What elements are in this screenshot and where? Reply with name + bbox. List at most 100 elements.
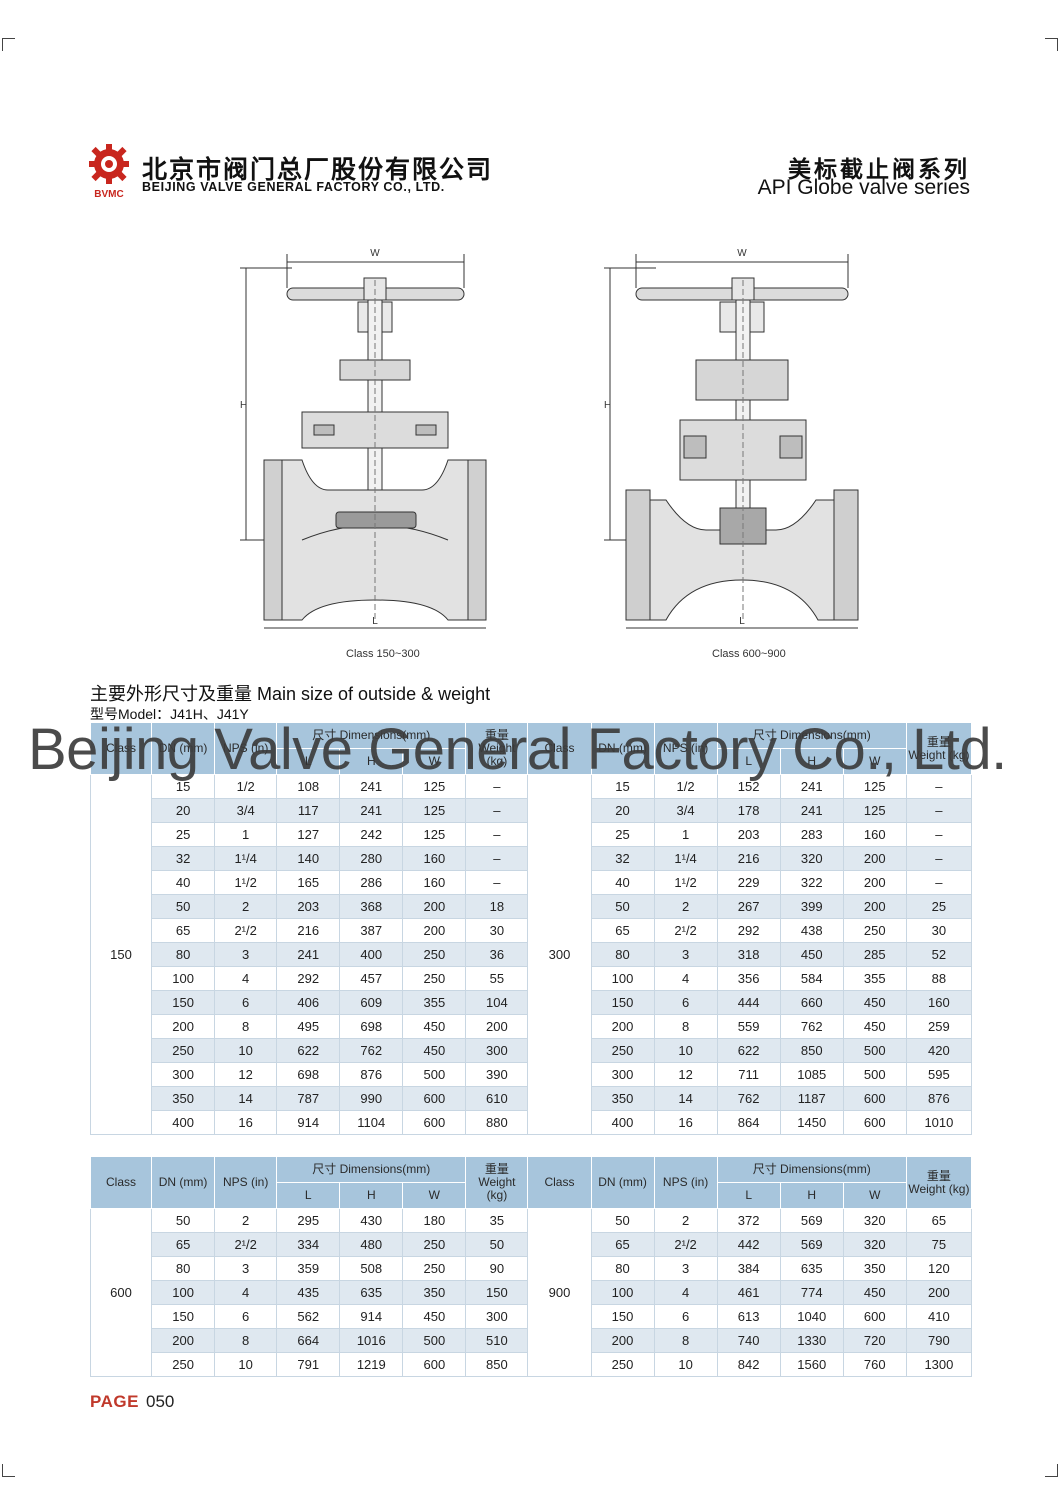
table-cell: 10 (214, 1352, 278, 1377)
table-cell: 250 (402, 966, 467, 991)
t2-col-header-h: H (339, 1182, 404, 1209)
table-cell: 65 (151, 918, 216, 943)
table-cell: 259 (905, 1014, 973, 1039)
table-cell: 65 (151, 1232, 216, 1257)
t2-col-header-weight-right: 重量 Weight (kg) (905, 1156, 973, 1209)
table-cell: 4 (214, 1280, 278, 1305)
table-cell: 359 (276, 1256, 341, 1281)
table-cell: 65 (590, 918, 655, 943)
table-cell: 320 (779, 846, 844, 871)
dim-label-l: L (372, 616, 378, 627)
table-cell: 356 (716, 966, 781, 991)
table-cell: 3 (214, 1256, 278, 1281)
table-cell: 20 (590, 798, 655, 823)
table-cell: 850 (465, 1352, 529, 1377)
table-cell: 790 (905, 1328, 973, 1353)
page-number: 050 (146, 1392, 175, 1411)
table-cell: 450 (842, 1014, 907, 1039)
company-logo: BVMC (84, 142, 134, 200)
table-cell: 165 (276, 870, 341, 895)
table-cell: 8 (214, 1014, 278, 1039)
table-cell: 150 (465, 1280, 529, 1305)
table-cell: 280 (339, 846, 404, 871)
table-cell: 350 (590, 1086, 655, 1111)
table-cell: 15 (590, 774, 655, 799)
table-cell: 1104 (339, 1110, 404, 1135)
col-header-dn: DN (mm) (151, 722, 216, 775)
table-cell: 450 (842, 990, 907, 1015)
table-cell: 450 (402, 1038, 467, 1063)
table-cell: 200 (151, 1328, 216, 1353)
table-cell: 12 (214, 1062, 278, 1087)
table-cell: 150 (151, 990, 216, 1015)
table-cell: – (905, 870, 973, 895)
table-cell: 384 (716, 1256, 781, 1281)
table-cell: 75 (905, 1232, 973, 1257)
table-cell: 16 (653, 1110, 718, 1135)
table-cell: 774 (779, 1280, 844, 1305)
table-cell: 740 (716, 1328, 781, 1353)
table-cell: 50 (465, 1232, 529, 1257)
table-cell: 610 (465, 1086, 529, 1111)
table-cell: 787 (276, 1086, 341, 1111)
table-cell: 2 (653, 894, 718, 919)
table-cell: 400 (151, 1110, 216, 1135)
table-cell: 4 (653, 1280, 718, 1305)
table-cell: 32 (151, 846, 216, 871)
class-cell-right: 900 (527, 1208, 592, 1377)
table-cell: 160 (905, 990, 973, 1015)
table-cell: 2¹/2 (214, 1232, 278, 1257)
table-cell: 372 (716, 1208, 781, 1233)
table-cell: 420 (905, 1038, 973, 1063)
table-cell: 500 (402, 1062, 467, 1087)
table-cell: – (905, 822, 973, 847)
table-cell: 104 (465, 990, 529, 1015)
table-cell: 698 (276, 1062, 341, 1087)
table-cell: 720 (842, 1328, 907, 1353)
t2-col-header-w-right: W (842, 1182, 907, 1209)
table-cell: 200 (842, 870, 907, 895)
table-cell: 300 (465, 1038, 529, 1063)
table-cell: 762 (779, 1014, 844, 1039)
t2-col-header-weight: 重量 Weight (kg) (465, 1156, 529, 1209)
table-cell: 160 (842, 822, 907, 847)
col-header-dn-right: DN (mm) (590, 722, 655, 775)
table-cell: 322 (779, 870, 844, 895)
table-cell: 584 (779, 966, 844, 991)
table-cell: 285 (842, 942, 907, 967)
table-cell: 50 (151, 1208, 216, 1233)
table-cell: 30 (465, 918, 529, 943)
table-cell: 117 (276, 798, 341, 823)
table-cell: 450 (402, 1014, 467, 1039)
t2-col-header-dn: DN (mm) (151, 1156, 216, 1209)
table-cell: 150 (590, 990, 655, 1015)
table-cell: – (465, 774, 529, 799)
table-cell: 350 (151, 1086, 216, 1111)
t2-col-header-l-right: L (716, 1182, 781, 1209)
table-cell: 250 (402, 1256, 467, 1281)
table-cell: 80 (151, 1256, 216, 1281)
table-cell: 990 (339, 1086, 404, 1111)
drawing-caption-150-300: Class 150~300 (346, 648, 420, 660)
table-cell: 1187 (779, 1086, 844, 1111)
series-title-english: API Globe valve series (757, 176, 970, 199)
table-cell: 150 (151, 1304, 216, 1329)
table-cell: 6 (653, 990, 718, 1015)
table-cell: 50 (151, 894, 216, 919)
table-cell: 600 (402, 1110, 467, 1135)
table-cell: 200 (842, 846, 907, 871)
table-cell: 300 (590, 1062, 655, 1087)
valve-drawing-class-600-900: W H L (596, 240, 866, 640)
company-name-english: BEIJING VALVE GENERAL FACTORY CO., LTD. (142, 180, 445, 194)
col-header-h-right: H (779, 748, 844, 775)
table-cell: 635 (779, 1256, 844, 1281)
table-cell: – (905, 798, 973, 823)
table-cell: 698 (339, 1014, 404, 1039)
table-cell: 350 (842, 1256, 907, 1281)
table-cell: 711 (716, 1062, 781, 1087)
table-cell: 216 (716, 846, 781, 871)
table-cell: 295 (276, 1208, 341, 1233)
